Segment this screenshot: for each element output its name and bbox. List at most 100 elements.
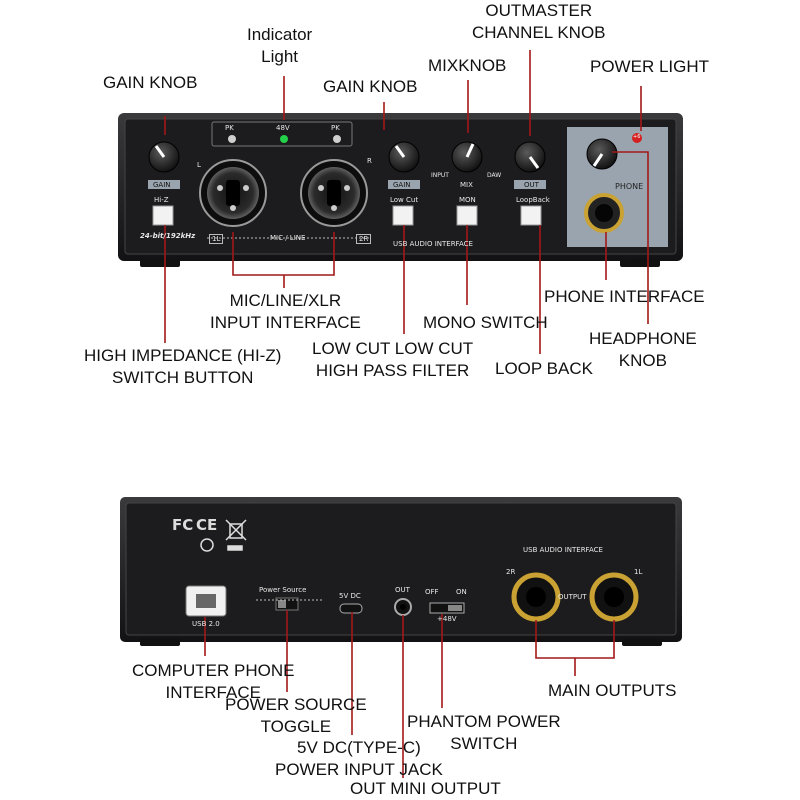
on-label: ON (456, 588, 467, 596)
xlr-input-2-graphic (300, 159, 368, 227)
phantom-switch-graphic (429, 602, 465, 614)
callout-computer-line1: COMPUTER PHONE (132, 661, 295, 680)
callout-dc-line1: 5V DC(TYPE-C) (297, 738, 421, 757)
callout-power-source-line2: TOGGLE (260, 717, 332, 736)
output-1l-graphic (589, 572, 639, 622)
rcm-icon (200, 538, 214, 552)
callout-mic-line-xlr: MIC/LINE/XLR INPUT INTERFACE (210, 290, 361, 334)
callout-mono-switch: MONO SWITCH (423, 313, 548, 332)
hi-z-label: Hi-Z (154, 196, 169, 204)
callout-out-mini-output: OUT MINI OUTPUT (350, 779, 501, 798)
hi-z-button-graphic (152, 205, 174, 226)
callout-power-source-line1: POWER SOURCE (225, 695, 367, 714)
usb-audio-front-label: USB AUDIO INTERFACE (393, 240, 473, 248)
l-label: L (197, 161, 201, 169)
callout-lowcut-line2: HIGH PASS FILTER (315, 361, 470, 380)
callout-phantom-power: PHANTOM POWER SWITCH (407, 711, 561, 755)
callout-gain-knob-right: GAIN KNOB (323, 77, 418, 96)
callout-mic-line1: MIC/LINE/XLR (229, 291, 342, 310)
r-label: R (367, 157, 372, 165)
output-2r-graphic (511, 572, 561, 622)
loopback-label: LoopBack (516, 196, 550, 204)
callout-outmaster-line1: OUTMASTER (485, 1, 593, 20)
power-led-label: +6 (633, 134, 641, 140)
usb-c-port-graphic (339, 603, 363, 614)
gain-knob-right-graphic (388, 141, 420, 189)
front-panel (118, 113, 683, 267)
callout-computer-phone-interface: COMPUTER PHONE INTERFACE (132, 660, 294, 704)
spec-label: 24-bit/192kHz (140, 232, 196, 240)
callout-mic-line2: INPUT INTERFACE (210, 313, 361, 332)
output-1l-label: 1L (634, 568, 643, 576)
headphone-knob-graphic (586, 138, 618, 170)
phone-label: PHONE (615, 182, 644, 191)
phone-jack-graphic (584, 193, 624, 233)
callout-main-outputs: MAIN OUTPUTS (548, 681, 677, 700)
callout-phantom-line2: SWITCH (450, 734, 518, 753)
output-2r-label: 2R (506, 568, 516, 576)
off-label: OFF (425, 588, 439, 596)
48v-led (280, 135, 288, 143)
low-cut-button-graphic (392, 205, 414, 226)
callout-hiz-line2: SWITCH BUTTON (112, 368, 254, 387)
bin-icon (225, 519, 247, 551)
callout-headphone-line2: KNOB (618, 351, 667, 370)
pk-left-label: PK (225, 124, 234, 132)
ch1-label: 1L (209, 234, 224, 244)
callout-power-light: POWER LIGHT (590, 57, 710, 76)
input-label: INPUT (431, 172, 449, 179)
pk-left-led (228, 135, 236, 143)
callout-low-cut: LOW CUT LOW CUT HIGH PASS FILTER (312, 338, 473, 382)
mon-button-graphic (456, 205, 478, 226)
out-knob-label: OUT (524, 181, 539, 189)
power-led (632, 133, 642, 143)
callout-hiz-line1: HIGH IMPEDANCE (HI-Z) (84, 346, 282, 365)
back-panel (120, 497, 682, 646)
callout-indicator-line1: Indicator (247, 25, 313, 44)
output-label: OUTPUT (558, 593, 587, 601)
gain-right-label: GAIN (393, 181, 411, 189)
48v-label: 48V (276, 124, 290, 132)
loopback-button-graphic (520, 205, 542, 226)
callout-phantom-line1: PHANTOM POWER (407, 712, 561, 731)
callout-dc-line2: POWER INPUT JACK (275, 760, 443, 779)
ch2-label: 2R (356, 234, 372, 244)
callout-lowcut-line1: LOW CUT LOW CUT (312, 339, 474, 358)
callout-outmaster: OUTMASTER CHANNEL KNOB (472, 0, 606, 44)
callout-power-source-toggle: POWER SOURCE TOGGLE (225, 694, 367, 738)
callout-computer-line2: INTERFACE (165, 683, 261, 702)
plus48v-label: +48V (437, 615, 457, 623)
gain-left-label: GAIN (153, 181, 171, 189)
callout-outmaster-line2: CHANNEL KNOB (472, 23, 606, 42)
mic-line-panel-label: MIC / LINE (270, 234, 306, 242)
callout-headphone-line1: HEADPHONE (589, 329, 697, 348)
callout-5v-dc: 5V DC(TYPE-C) POWER INPUT JACK (275, 737, 443, 781)
power-source-panel-label: Power Source (259, 586, 307, 594)
ce-logo: CE (196, 516, 218, 534)
callout-gain-knob-left: GAIN KNOB (103, 73, 198, 92)
usb-audio-back-label: USB AUDIO INTERFACE (523, 546, 603, 554)
mix-label: MIX (460, 181, 473, 189)
mix-knob-graphic (451, 141, 483, 173)
low-cut-label: Low Cut (390, 196, 419, 204)
callout-phone-interface: PHONE INTERFACE (544, 287, 705, 306)
out-panel-label: OUT (395, 586, 410, 594)
gain-knob-left-graphic (148, 141, 180, 189)
xlr-input-1-graphic (199, 159, 267, 227)
callout-headphone-knob: HEADPHONE KNOB (589, 328, 697, 372)
callout-mixknob: MIXKNOB (428, 56, 507, 75)
callout-indicator-line2: Light (261, 47, 299, 66)
fc-logo: FC (172, 516, 194, 534)
out-knob-graphic (514, 141, 546, 189)
callout-lines (164, 50, 649, 778)
callout-loop-back: LOOP BACK (495, 359, 593, 378)
usb20-label: USB 2.0 (192, 620, 220, 628)
daw-label: DAW (487, 172, 502, 179)
mon-label: MON (459, 196, 476, 204)
5v-dc-panel-label: 5V DC (339, 592, 361, 600)
pk-right-label: PK (331, 124, 340, 132)
callout-indicator-light: Indicator Light (247, 24, 312, 68)
callout-hi-z: HIGH IMPEDANCE (HI-Z) SWITCH BUTTON (84, 345, 281, 389)
pk-right-led (333, 135, 341, 143)
